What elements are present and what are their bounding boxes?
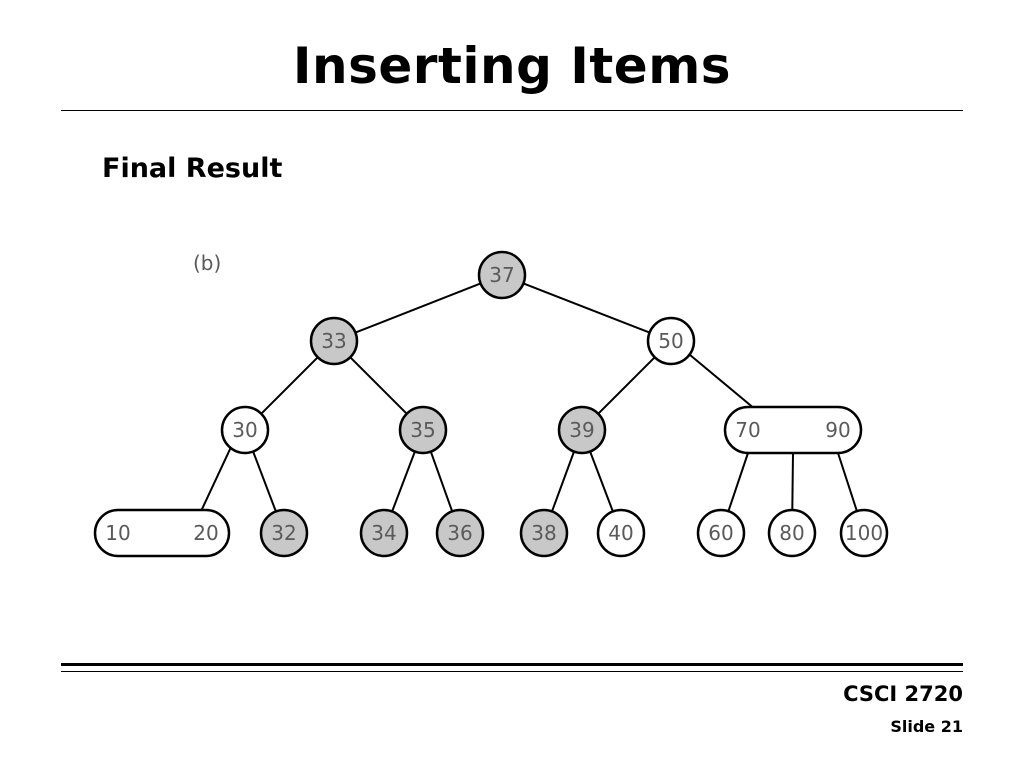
tree-node-100: 100 xyxy=(839,508,889,558)
node-shape xyxy=(398,405,448,455)
node-shape xyxy=(359,508,409,558)
node-shape xyxy=(519,508,569,558)
tree-node-33: 33 xyxy=(309,316,359,366)
footer-divider-thin xyxy=(61,671,963,672)
tree-edge-n33-n35 xyxy=(349,356,408,415)
tree-node-60: 60 xyxy=(696,508,746,558)
tree-edge-n7090-n80 xyxy=(791,452,794,511)
panel-label: (b) xyxy=(193,251,221,275)
tree-node-40: 40 xyxy=(596,508,646,558)
tree-node-80: 80 xyxy=(767,508,817,558)
node-key: 90 xyxy=(825,418,850,442)
node-key: 30 xyxy=(232,418,257,442)
node-key: 33 xyxy=(321,329,346,353)
node-shape xyxy=(839,508,889,558)
tree-node-39: 39 xyxy=(557,405,607,455)
node-key: 36 xyxy=(447,521,472,545)
footer-divider-thick xyxy=(61,663,963,666)
node-key: 35 xyxy=(410,418,435,442)
node-key: 100 xyxy=(845,521,883,545)
node-shape xyxy=(220,405,270,455)
node-shape xyxy=(309,316,359,366)
tree-node-70-90: 70 90 xyxy=(723,405,863,455)
node-key: 60 xyxy=(708,521,733,545)
tree-node-50: 50 xyxy=(646,316,696,366)
tree-node-30: 30 xyxy=(220,405,270,455)
node-key: 70 xyxy=(735,418,760,442)
tree-edge-n50-n39 xyxy=(597,356,656,415)
tree-edge-n37-n33 xyxy=(355,282,481,334)
node-shape xyxy=(259,508,309,558)
tree-edges xyxy=(200,282,858,512)
tree-node-35: 35 xyxy=(398,405,448,455)
node-key: 39 xyxy=(569,418,594,442)
node-key: 50 xyxy=(658,329,683,353)
tree-node-36: 36 xyxy=(435,508,485,558)
node-shape xyxy=(477,250,527,300)
node-key: 20 xyxy=(193,521,218,545)
tree-edge-n7090-n60 xyxy=(727,452,749,512)
node-key: 37 xyxy=(489,263,514,287)
node-key: 80 xyxy=(779,521,804,545)
node-shape xyxy=(767,508,817,558)
node-shape xyxy=(596,508,646,558)
tree-edge-n35-n36 xyxy=(429,451,454,512)
slide-title: Inserting Items xyxy=(292,37,732,95)
node-shape xyxy=(557,405,607,455)
tree-edge-n30-n32 xyxy=(252,451,277,512)
tree-edge-n39-n40 xyxy=(589,451,614,512)
tree-node-37: 37 xyxy=(477,250,527,300)
tree-node-34: 34 xyxy=(359,508,409,558)
tree-edge-n39-n38 xyxy=(551,451,575,512)
tree-edge-n35-n34 xyxy=(391,451,416,512)
node-shape xyxy=(435,508,485,558)
node-key: 40 xyxy=(608,521,633,545)
node-shape xyxy=(696,508,746,558)
node-key: 34 xyxy=(371,521,396,545)
course-code: CSCI 2720 xyxy=(843,682,963,706)
node-key: 32 xyxy=(271,521,296,545)
node-key: 38 xyxy=(531,521,556,545)
tree-node-10-20: 10 20 xyxy=(93,508,231,558)
tree-node-32: 32 xyxy=(259,508,309,558)
tree-edge-n37-n50 xyxy=(523,282,650,334)
tree-nodes: 37 33 50 30 35 39 70 90 10 20 32 34 36 38 40 60 80 100 xyxy=(93,250,889,558)
slide-subtitle: Final Result xyxy=(102,153,283,184)
slide-number: Slide 21 xyxy=(890,717,963,736)
tree-node-38: 38 xyxy=(519,508,569,558)
tree-edge-n33-n30 xyxy=(260,356,319,415)
node-shape xyxy=(646,316,696,366)
tree-edge-n50-n7090 xyxy=(688,353,754,408)
tree-edge-n7090-n100 xyxy=(837,452,858,512)
title-divider xyxy=(61,110,963,111)
node-shape xyxy=(723,405,863,455)
node-key: 10 xyxy=(105,521,130,545)
node-shape xyxy=(93,508,231,558)
tree-edge-n30-n1020 xyxy=(200,447,232,511)
